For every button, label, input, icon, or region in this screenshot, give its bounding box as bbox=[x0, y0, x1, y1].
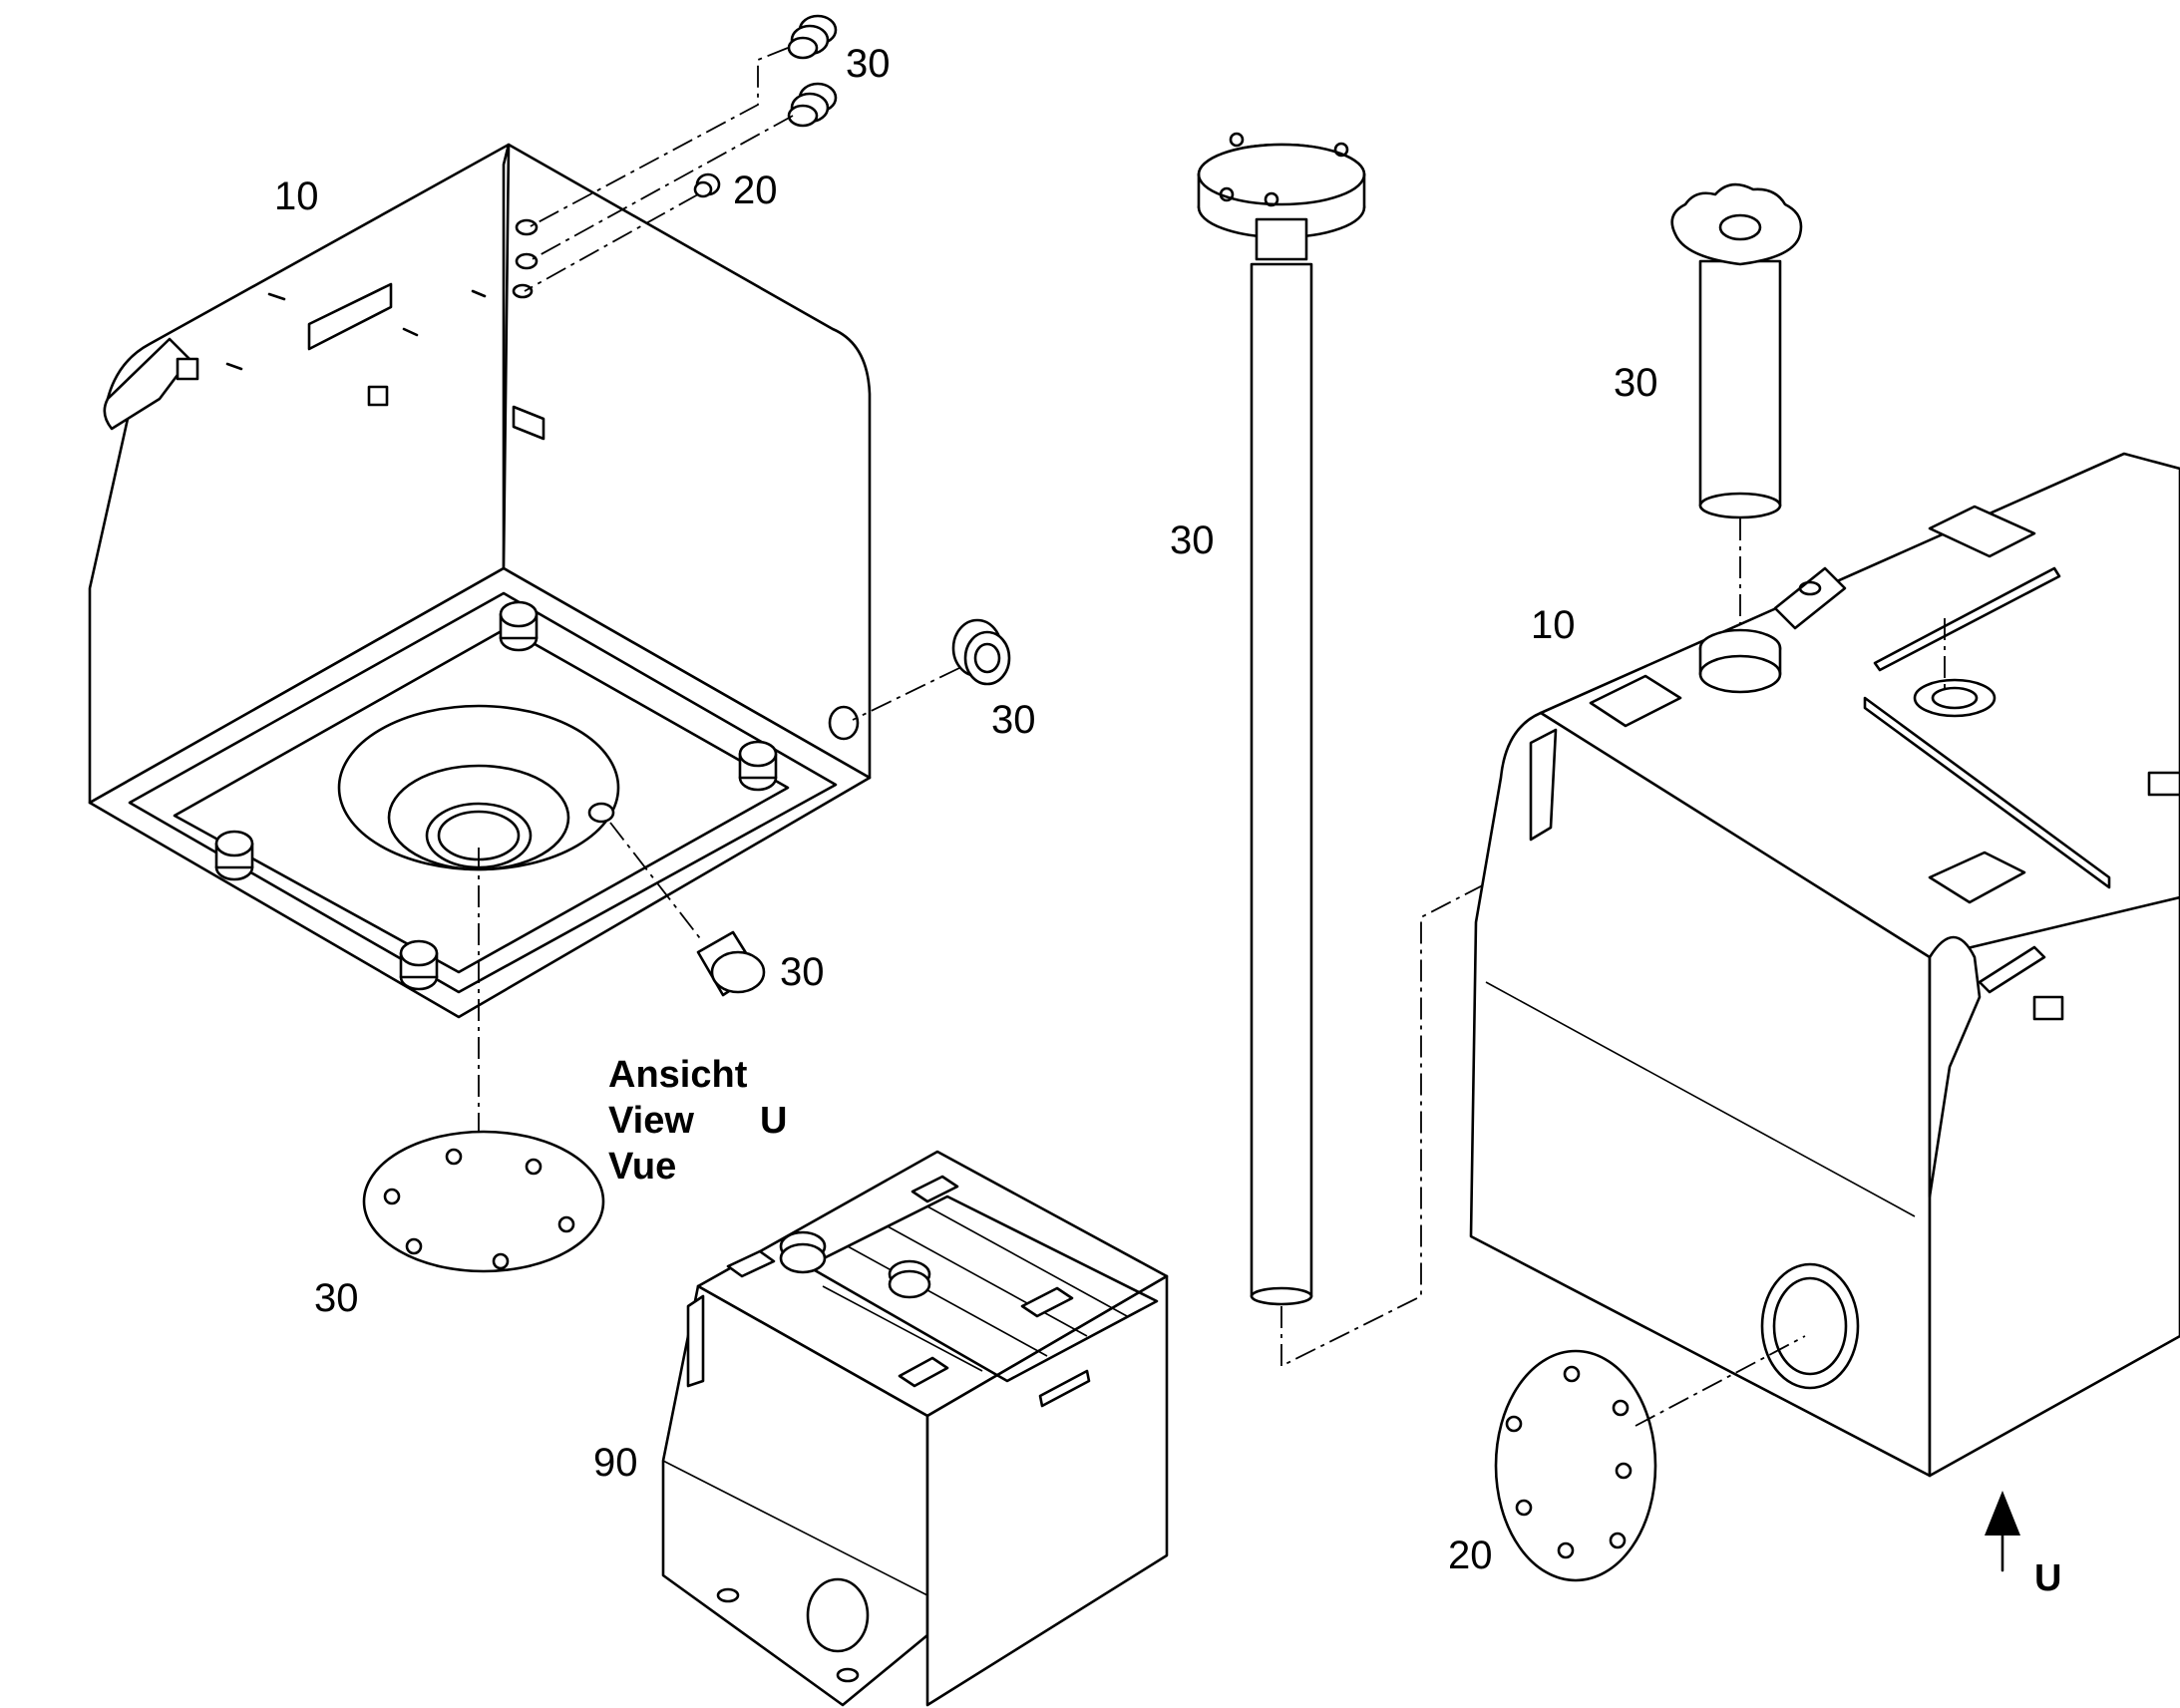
plug-upper bbox=[787, 14, 838, 60]
sender-tube bbox=[1197, 132, 1557, 1368]
arrow-label: U bbox=[2034, 1557, 2061, 1599]
main-cover bbox=[1494, 1335, 1806, 1582]
callout-side-plug: 30 bbox=[991, 698, 1036, 742]
view-label-line3: Vue bbox=[608, 1146, 676, 1188]
callout-assembled-tank: 90 bbox=[593, 1441, 638, 1485]
tank-feet bbox=[214, 600, 778, 991]
plug-small bbox=[693, 172, 721, 198]
callout-drain-plug: 30 bbox=[780, 950, 825, 994]
view-label-line1: Ansicht bbox=[608, 1054, 748, 1096]
callout-tank-bottom-view: 10 bbox=[274, 174, 319, 218]
tank-bottom-view bbox=[88, 143, 872, 1019]
callout-sender-tube: 30 bbox=[1170, 518, 1215, 562]
side-plug bbox=[852, 618, 1011, 721]
bottom-cover bbox=[362, 848, 605, 1273]
callout-plug-top-lower: 20 bbox=[733, 169, 778, 212]
drain-plug bbox=[609, 822, 766, 997]
view-arrow bbox=[1985, 1491, 2020, 1572]
view-label-line2: View bbox=[608, 1100, 694, 1142]
callout-tank-main: 10 bbox=[1531, 603, 1576, 647]
callout-bottom-cover: 30 bbox=[314, 1276, 359, 1320]
filler-neck bbox=[1670, 182, 1803, 633]
view-label-letter: U bbox=[760, 1100, 787, 1142]
callout-filler-neck: 30 bbox=[1614, 361, 1658, 405]
assembled-tank bbox=[661, 1150, 1169, 1707]
callout-main-cover: 20 bbox=[1448, 1534, 1493, 1577]
plug-middle bbox=[787, 82, 838, 128]
top-plugs bbox=[524, 14, 838, 292]
callout-plug-top-upper: 30 bbox=[846, 42, 891, 86]
main-tank bbox=[1469, 452, 2180, 1478]
